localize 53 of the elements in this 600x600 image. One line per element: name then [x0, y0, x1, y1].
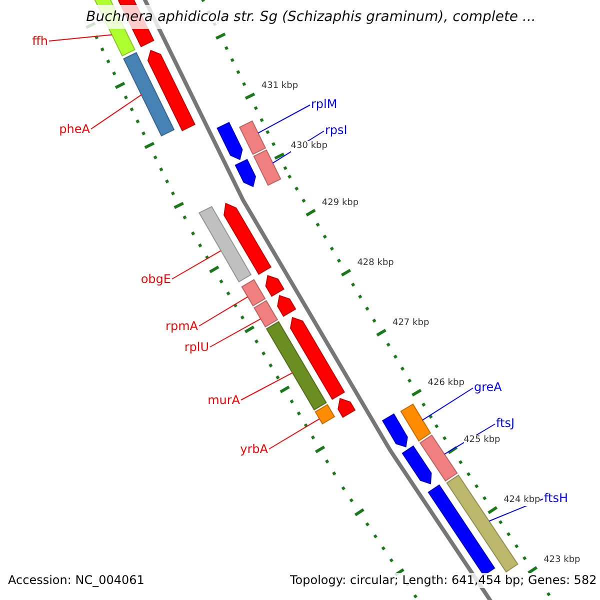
gene-label: rpmA	[166, 319, 198, 333]
gene-label: rplM	[311, 97, 338, 111]
gene-label: ftsH	[544, 491, 568, 505]
gene-feature	[428, 484, 496, 576]
scale-label: 423 kbp	[544, 554, 580, 566]
gene-label: ffh	[32, 34, 48, 48]
gene-label: pheA	[59, 122, 90, 136]
scale-label: 424 kbp	[504, 494, 540, 506]
gene-bar	[419, 434, 458, 482]
gene-bar	[254, 300, 278, 328]
gene-feature	[277, 294, 296, 317]
gene-label: murA	[208, 393, 240, 407]
gene-bar	[253, 149, 282, 186]
leader-line	[172, 250, 222, 280]
gene-label: obgE	[140, 272, 171, 286]
gene-feature	[216, 122, 243, 160]
scale-label: 431 kbp	[261, 81, 298, 92]
scale-label: 428 kbp	[357, 258, 394, 269]
gene-bar	[400, 404, 432, 442]
gene-label: yrbA	[240, 442, 268, 456]
leader-line	[210, 318, 262, 348]
gene-feature	[224, 202, 272, 275]
scale-label: 427 kbp	[392, 318, 430, 329]
gene-bar	[314, 404, 336, 424]
gene-feature	[338, 398, 356, 418]
leader-line	[240, 372, 293, 400]
scale-label: 425 kbp	[464, 434, 500, 446]
gene-feature	[265, 274, 284, 297]
gene-bar	[123, 52, 175, 136]
leader-line	[422, 388, 474, 421]
scale-label: 430 kbp	[290, 141, 328, 152]
gene-feature	[382, 413, 408, 448]
gene-feature	[234, 158, 256, 188]
leader-line	[90, 94, 142, 130]
gene-feature	[147, 50, 196, 132]
scale-label: 429 kbp	[322, 198, 359, 209]
gene-bar	[266, 321, 327, 410]
leader-line	[198, 296, 248, 326]
gene-feature	[290, 316, 346, 400]
scale-label: 426 kbp	[428, 378, 464, 389]
accession-text: Accession: NC_004061	[8, 573, 144, 588]
gene-label: rpsI	[325, 123, 348, 137]
gene-bar	[238, 120, 266, 155]
gene-label: ftsJ	[496, 416, 515, 430]
leader-line	[258, 104, 310, 134]
gene-bar	[198, 206, 252, 282]
leader-line	[48, 34, 112, 42]
gene-label: greA	[474, 380, 502, 394]
gene-label: rplU	[184, 340, 209, 354]
gene-bar	[446, 474, 518, 573]
genome-info-text: Topology: circular; Length: 641,454 bp; Genes: 582	[290, 573, 597, 588]
gene-feature	[402, 445, 432, 484]
gene-bar	[241, 279, 266, 306]
